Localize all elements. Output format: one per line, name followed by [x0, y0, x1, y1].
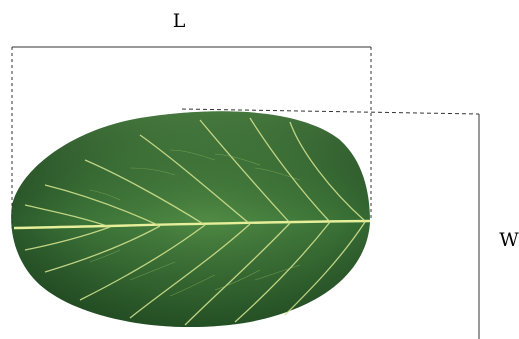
length-label: L — [173, 10, 186, 32]
width-label: W — [499, 229, 519, 251]
leaf — [11, 111, 370, 327]
leaf-shading — [11, 111, 370, 327]
